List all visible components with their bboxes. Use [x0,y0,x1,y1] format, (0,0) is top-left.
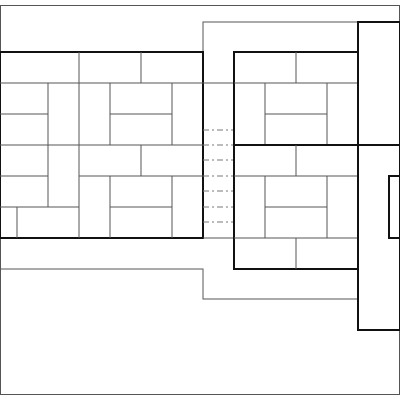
right-tiled-block [233,51,400,270]
left-tiled-block [0,51,204,239]
connector-strip [203,82,234,239]
top-step-line [202,21,358,53]
frame-border [0,5,400,395]
bottom-step-line [0,268,358,300]
far-right-inset [388,175,400,239]
far-right-border [357,21,400,331]
far-right-frame [357,21,400,331]
page-frame [0,5,400,395]
outer-outline [0,21,358,300]
